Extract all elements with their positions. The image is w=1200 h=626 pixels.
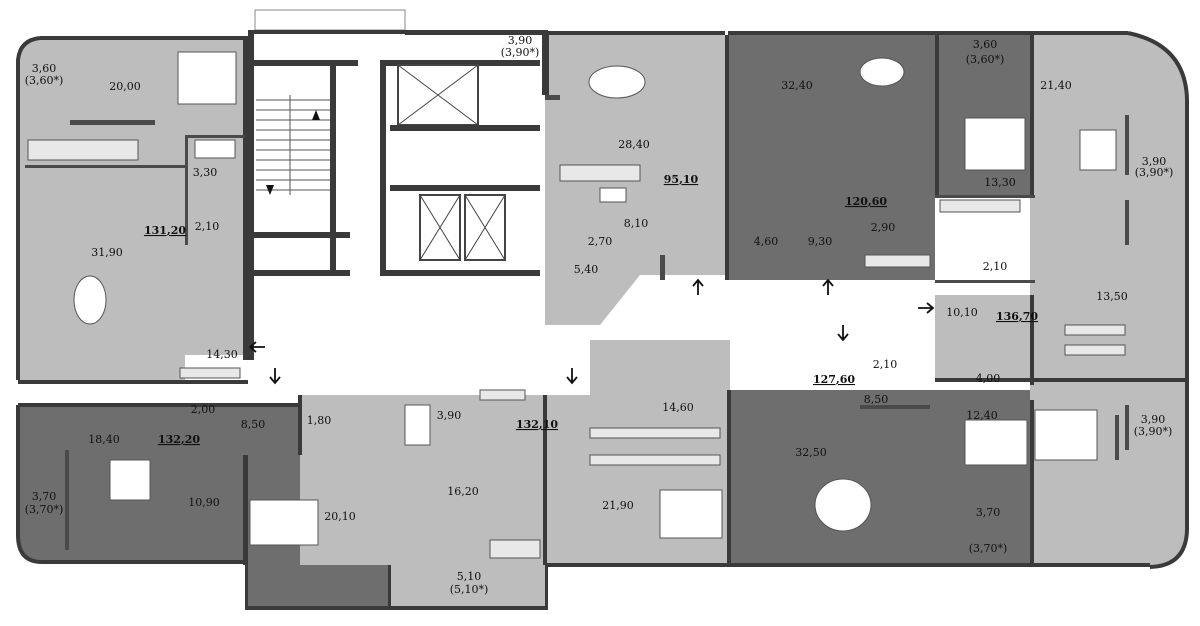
room-label: 10,90 [188, 496, 220, 509]
room-label: 2,10 [195, 220, 220, 233]
room-label: 31,90 [91, 246, 123, 259]
room-label: 3,70 [976, 506, 1001, 519]
apartment-total: 131,20 [144, 224, 186, 237]
apartment-s-mid [300, 395, 545, 565]
apartment-total: 132,20 [158, 433, 200, 446]
room-label: 13,50 [1096, 290, 1128, 303]
room-label: 3,70 [32, 490, 57, 503]
room-label: 8,10 [624, 217, 649, 230]
room-label: 1,80 [307, 414, 332, 427]
apartment-totals: 131,20 95,10 120,60 136,70 127,60 132,10… [144, 173, 1038, 446]
room-label: 18,40 [88, 433, 120, 446]
balcony-se [1030, 500, 1100, 565]
apartment-sw [18, 405, 300, 565]
room-label: 28,40 [618, 138, 650, 151]
apartment-fills [18, 35, 1185, 607]
room-label: 16,20 [447, 485, 479, 498]
apartment-total: 136,70 [996, 310, 1038, 323]
apartment-total: 132,10 [516, 418, 558, 431]
room-label: 4,60 [754, 235, 779, 248]
room-label: 20,10 [324, 510, 356, 523]
room-label: 10,10 [946, 306, 978, 319]
room-label: (5,10*) [450, 583, 489, 596]
room-label: (3,90*) [1134, 425, 1173, 438]
room-label: 2,70 [588, 235, 613, 248]
room-label: (3,60*) [25, 74, 64, 87]
room-label: 5,10 [457, 570, 482, 583]
apartment-n-right [728, 35, 1030, 280]
apartment-total: 95,10 [664, 173, 699, 186]
room-label: 32,50 [795, 446, 827, 459]
room-label: (3,90*) [1135, 166, 1174, 179]
room-labels: 20,00 3,60 (3,60*) 3,30 2,10 31,90 14,30… [25, 34, 1174, 596]
room-label: 21,40 [1040, 79, 1072, 92]
room-label: 32,40 [781, 79, 813, 92]
room-label: 3,90 [508, 34, 533, 47]
entrance-arrows [248, 278, 935, 385]
room-label: 14,30 [206, 348, 238, 361]
room-label: 3,60 [973, 38, 998, 51]
room-label: (3,90*) [501, 46, 540, 59]
room-label: 3,90 [1141, 413, 1166, 426]
room-label: 5,40 [574, 263, 599, 276]
room-label: 2,00 [191, 403, 216, 416]
room-label: 3,90 [437, 409, 462, 422]
room-label: (3,70*) [969, 542, 1008, 555]
furniture [27, 51, 1126, 559]
apartment-se-dark [730, 390, 1030, 565]
room-label: 3,30 [193, 166, 218, 179]
apartment-total: 127,60 [813, 373, 855, 386]
room-label: 4,00 [976, 372, 1001, 385]
room-label: 2,10 [873, 358, 898, 371]
room-label: 13,30 [984, 176, 1016, 189]
apartment-total: 120,60 [845, 195, 887, 208]
room-label: 3,60 [32, 62, 57, 75]
stair-core [248, 9, 548, 360]
room-label: 14,60 [662, 401, 694, 414]
room-label: 12,40 [966, 409, 998, 422]
balcony-sw [248, 565, 388, 607]
room-label: 3,90 [1142, 155, 1167, 168]
room-label: (3,70*) [25, 503, 64, 516]
room-label: 9,30 [808, 235, 833, 248]
room-label: 2,10 [983, 260, 1008, 273]
room-label: 8,50 [864, 393, 889, 406]
walls [16, 31, 1189, 610]
balcony-s [390, 565, 545, 607]
room-label: 8,50 [241, 418, 266, 431]
room-label: 21,90 [602, 499, 634, 512]
apartment-ne [935, 35, 1185, 380]
room-label: 2,90 [871, 221, 896, 234]
room-label: (3,60*) [966, 53, 1005, 66]
room-label: 20,00 [109, 80, 141, 93]
